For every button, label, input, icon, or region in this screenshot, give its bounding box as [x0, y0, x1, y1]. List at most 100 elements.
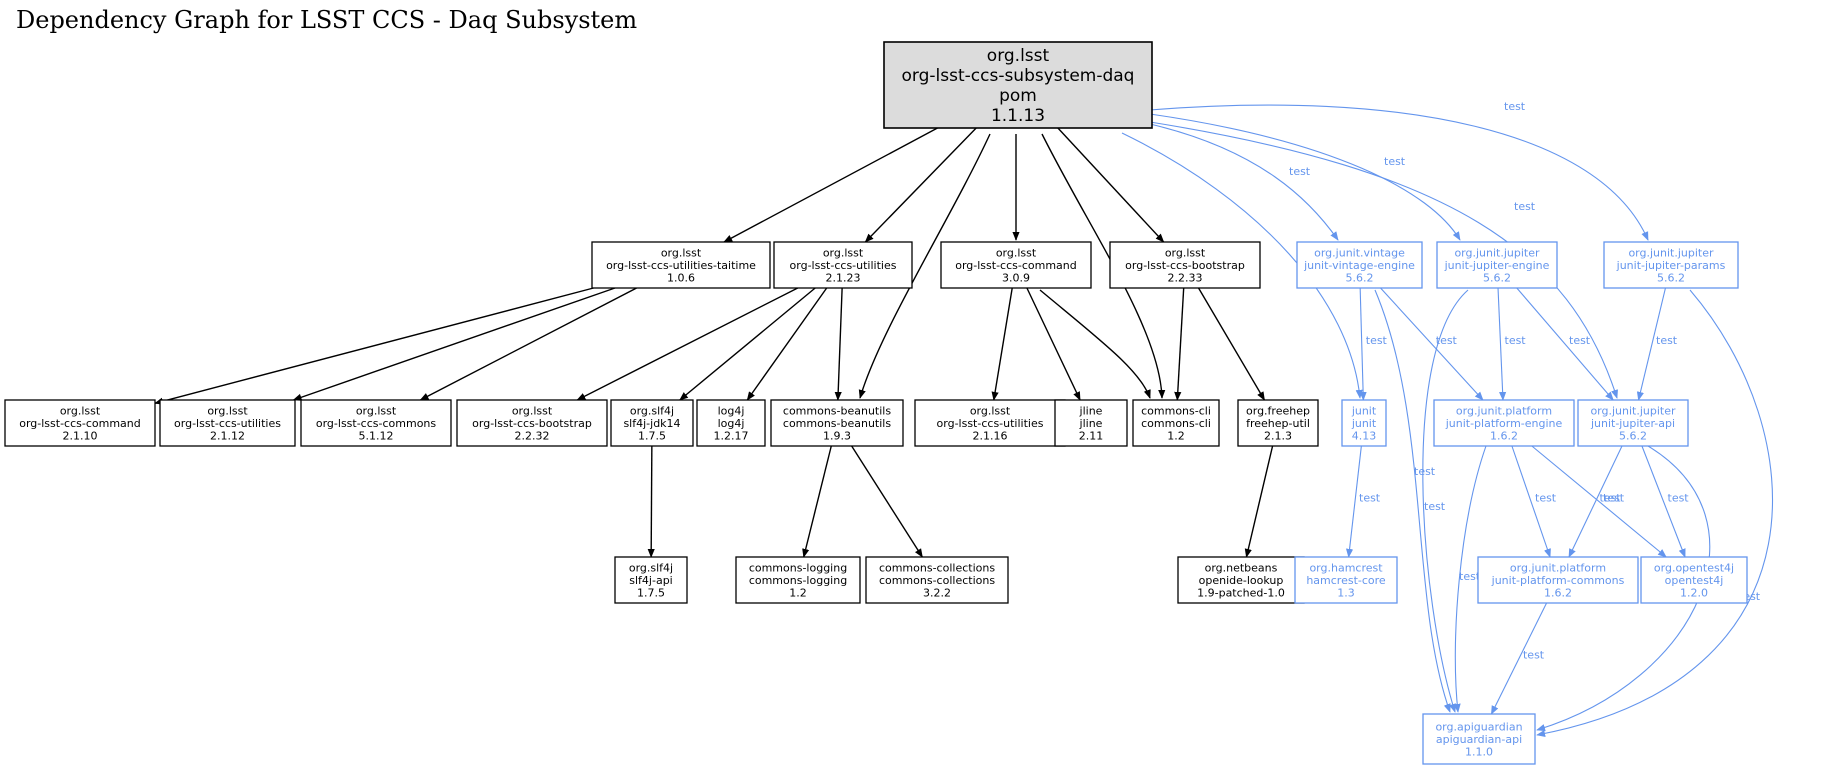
node-label-line: org.lsst [207, 404, 248, 417]
edge-line [1536, 289, 1773, 738]
edge-line [1568, 445, 1623, 558]
node-label-line: junit-platform-engine [1445, 417, 1563, 430]
node-label-line: org-lsst-ccs-utilities [937, 417, 1044, 430]
node-label-line: commons-logging [749, 574, 847, 587]
edge-label: test [1504, 100, 1526, 113]
node-jupiter-params[interactable]: org.junit.jupiterjunit-jupiter-params5.6… [1603, 241, 1739, 289]
node-label-line: org-lsst-ccs-subsystem-daq [902, 66, 1135, 86]
node-label-line: org.lsst [661, 246, 702, 259]
node-platform-engine[interactable]: org.junit.platformjunit-platform-engine1… [1433, 399, 1575, 447]
node-taitime[interactable]: org.lsstorg-lsst-ccs-utilities-taitime1.… [591, 241, 771, 289]
edge-line [1149, 123, 1339, 241]
node-label-line: org.junit.platform [1456, 404, 1552, 417]
edge-line [802, 445, 832, 558]
edge-utilities-2123-to-slf4j-jdk14 [679, 287, 816, 401]
edge-line [1641, 445, 1686, 558]
node-label-line: commons-collections [879, 561, 995, 574]
edge-utilities-2123-to-bootstrap-2232 [576, 287, 799, 401]
edge-line [1516, 287, 1614, 401]
node-label-line: 2.2.33 [1168, 271, 1203, 284]
node-label-line: junit-jupiter-engine [1444, 259, 1550, 272]
edge-label: test [1414, 465, 1436, 478]
node-label-line: commons-logging [749, 561, 847, 574]
node-vintage-engine[interactable]: org.junit.vintagejunit-vintage-engine5.6… [1296, 241, 1423, 289]
node-label-line: 1.7.5 [637, 586, 665, 599]
edge-vintage-engine-to-apiguardian: test [1374, 289, 1451, 713]
node-label-line: org.junit.jupiter [1454, 246, 1540, 259]
edge-command-309-to-jline [1026, 287, 1081, 401]
edge-label: test [1603, 492, 1625, 505]
node-label-line: 1.2.0 [1680, 586, 1708, 599]
edge-label: test [1424, 500, 1446, 513]
edge-vintage-engine-to-junit: test [1359, 287, 1388, 401]
edge-beanutils-to-commons-logging [802, 445, 832, 558]
node-box [591, 241, 771, 289]
node-label-line: 1.9.3 [823, 429, 851, 442]
node-label-line: org.lsst [1165, 246, 1206, 259]
node-label-line: org.netbeans [1205, 561, 1278, 574]
node-label-line: 2.1.3 [1264, 429, 1292, 442]
node-box [1341, 399, 1387, 447]
edge-line [419, 287, 637, 401]
edge-line [746, 287, 828, 401]
edge-command-309-to-commons-cli [1039, 289, 1151, 399]
edge-line [1531, 445, 1667, 558]
node-box [696, 399, 766, 447]
node-commons-collections[interactable]: commons-collectionscommons-collections3.… [865, 556, 1009, 604]
node-box [883, 41, 1153, 129]
edge-line [1380, 287, 1484, 401]
edge-label: test [1366, 334, 1388, 347]
node-box [1132, 399, 1220, 447]
node-label-line: org.lsst [60, 404, 101, 417]
node-label-line: org-lsst-ccs-utilities [790, 259, 897, 272]
node-label-line: org.lsst [996, 246, 1037, 259]
node-box [4, 399, 156, 447]
edge-line [1149, 104, 1649, 241]
edge-line [1174, 287, 1185, 401]
node-label-line: junit [1351, 404, 1377, 417]
edge-root-to-vintage-engine: test [1149, 123, 1339, 241]
node-openide-lookup[interactable]: org.netbeansopenide-lookup1.9-patched-1.… [1177, 556, 1305, 604]
edge-label: test [1535, 492, 1557, 505]
node-label-line: commons-cli [1141, 417, 1211, 430]
node-label-line: org.lsst [987, 46, 1050, 66]
node-label-line: 1.3 [1337, 586, 1355, 599]
node-label-line: 1.1.0 [1465, 745, 1493, 758]
node-label-line: 1.2 [789, 586, 807, 599]
node-platform-commons[interactable]: org.junit.platformjunit-platform-commons… [1477, 556, 1639, 604]
edge-line [1511, 445, 1551, 558]
edge-line [154, 287, 594, 405]
node-jupiter-engine[interactable]: org.junit.jupiterjunit-jupiter-engine5.6… [1436, 241, 1558, 289]
edge-line [1497, 287, 1507, 401]
node-box [1477, 556, 1639, 604]
node-label-line: 1.7.5 [638, 429, 666, 442]
edge-line [1197, 287, 1266, 401]
node-label-line: org-lsst-ccs-utilities-taitime [606, 259, 756, 272]
node-label-line: org.junit.vintage [1314, 246, 1405, 259]
node-label-line: org.lsst [970, 404, 1011, 417]
edge-taitime-to-command-2110 [154, 287, 594, 405]
node-root[interactable]: org.lsstorg-lsst-ccs-subsystem-daqpom1.1… [883, 41, 1153, 129]
